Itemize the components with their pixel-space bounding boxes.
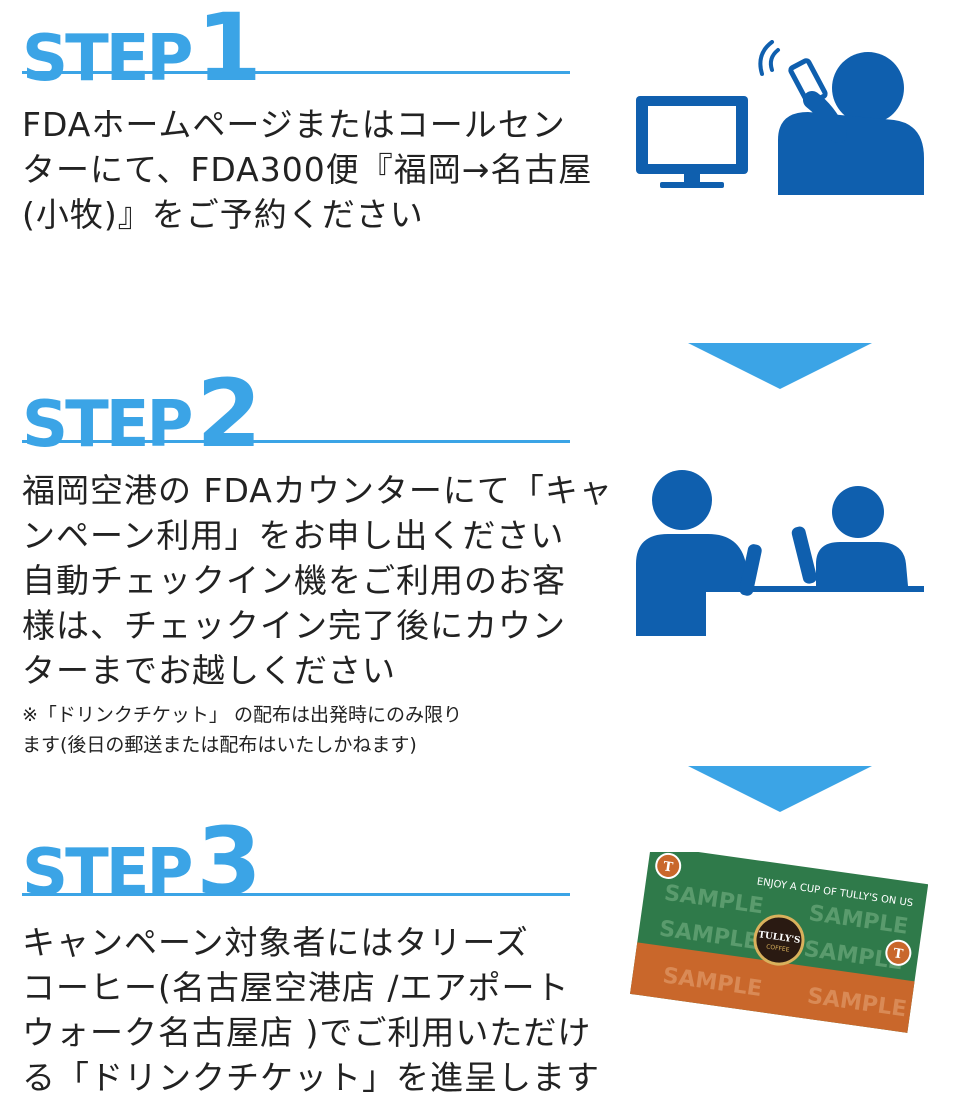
- step2-note-line: ※「ドリンクチケット」 の配布は出発時にのみ限り: [22, 704, 462, 726]
- ticket-badge-text: T: [892, 946, 904, 962]
- counter-staff-and-customer-icon: [636, 470, 924, 636]
- step1-line: FDAホームページまたはコールセン: [22, 105, 566, 144]
- computer-and-phone-caller-icon: [636, 40, 924, 195]
- step1-line: (小牧)』をご予約ください: [22, 195, 424, 234]
- step1-line: ターにて、FDA300便『福岡→名古屋: [22, 150, 593, 189]
- step3-line: ウォーク名古屋店 )でご利用いただけ: [22, 1013, 592, 1052]
- step2-title: STEP2: [22, 360, 262, 469]
- step2-note-line: ます(後日の郵送または配布はいたしかねます): [22, 734, 417, 756]
- step1-number: 1: [196, 0, 261, 103]
- step2-word: STEP: [22, 388, 193, 462]
- step2-number: 2: [196, 360, 261, 469]
- step2-rule: [22, 440, 570, 443]
- down-arrow-icon: [688, 766, 872, 812]
- step1-title: STEP1: [22, 0, 262, 103]
- step2-line: ターまでお越しください: [22, 651, 396, 690]
- step2-line: ンペーン利用」をお申し出ください: [22, 516, 565, 555]
- step2-line: 自動チェックイン機をご利用のお客: [22, 561, 566, 600]
- down-arrow-icon: [688, 343, 872, 389]
- step1-word: STEP: [22, 22, 193, 96]
- step3-title: STEP3: [22, 808, 262, 917]
- step3-rule: [22, 893, 570, 896]
- step2-note: ※「ドリンクチケット」 の配布は出発時にのみ限り ます(後日の郵送または配布はい…: [22, 700, 582, 760]
- step3-number: 3: [196, 808, 261, 917]
- step2-line: 福岡空港の FDAカウンターにて「キャ: [22, 471, 613, 510]
- step2-text: 福岡空港の FDAカウンターにて「キャ ンペーン利用」をお申し出ください 自動チ…: [22, 468, 613, 693]
- step3-line: る「ドリンクチケット」を進呈します: [22, 1058, 600, 1097]
- step3-word: STEP: [22, 836, 193, 910]
- ticket-logo-subtext: COFFEE: [766, 943, 790, 953]
- step2-line: 様は、チェックイン完了後にカウン: [22, 606, 566, 645]
- step1-rule: [22, 71, 570, 74]
- step3-text: キャンペーン対象者にはタリーズ コーヒー(名古屋空港店 /エアポート ウォーク名…: [22, 920, 600, 1100]
- drink-ticket-sample-image: ENJOY A CUP OF TULLY'S ON US SAMPLE SAMP…: [630, 852, 928, 1033]
- step3-line: キャンペーン対象者にはタリーズ: [22, 923, 529, 962]
- ticket-badge-text: T: [662, 859, 674, 875]
- step1-text: FDAホームページまたはコールセン ターにて、FDA300便『福岡→名古屋 (小…: [22, 102, 593, 237]
- step3-line: コーヒー(名古屋空港店 /エアポート: [22, 968, 570, 1007]
